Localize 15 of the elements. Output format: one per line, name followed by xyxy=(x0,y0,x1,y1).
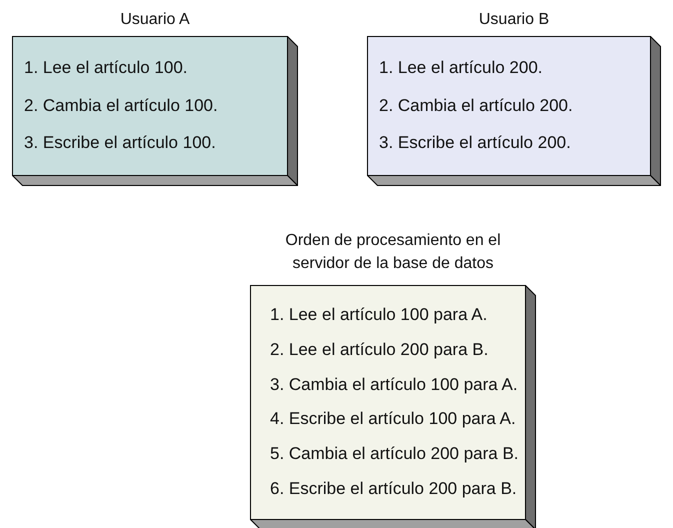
list-item: 3. Cambia el artículo 100 para A. xyxy=(270,374,518,396)
list-item: 2. Lee el artículo 200 para B. xyxy=(270,338,488,361)
list-item: 2. Cambia el artículo 100. xyxy=(24,94,218,116)
list-item: 1. Lee el artículo 200. xyxy=(379,57,543,80)
list-item: 1. Lee el artículo 100. xyxy=(24,57,188,80)
list-item: 3. Escribe el artículo 200. xyxy=(379,132,571,154)
box-heading: Usuario B xyxy=(478,10,550,30)
list-item: 1. Lee el artículo 100 para A. xyxy=(270,304,488,326)
box-heading: Orden de procesamiento en el servidor de la base de datos xyxy=(284,231,502,274)
list-item: 3. Escribe el artículo 100. xyxy=(24,132,216,154)
list-item: 5. Cambia el artículo 200 para B. xyxy=(270,443,519,466)
list-item: 2. Cambia el artículo 200. xyxy=(379,94,573,116)
list-item: 6. Escribe el artículo 200 para B. xyxy=(270,478,517,500)
box-heading: Usuario A xyxy=(119,10,191,30)
list-item: 4. Escribe el artículo 100 para A. xyxy=(270,408,516,430)
